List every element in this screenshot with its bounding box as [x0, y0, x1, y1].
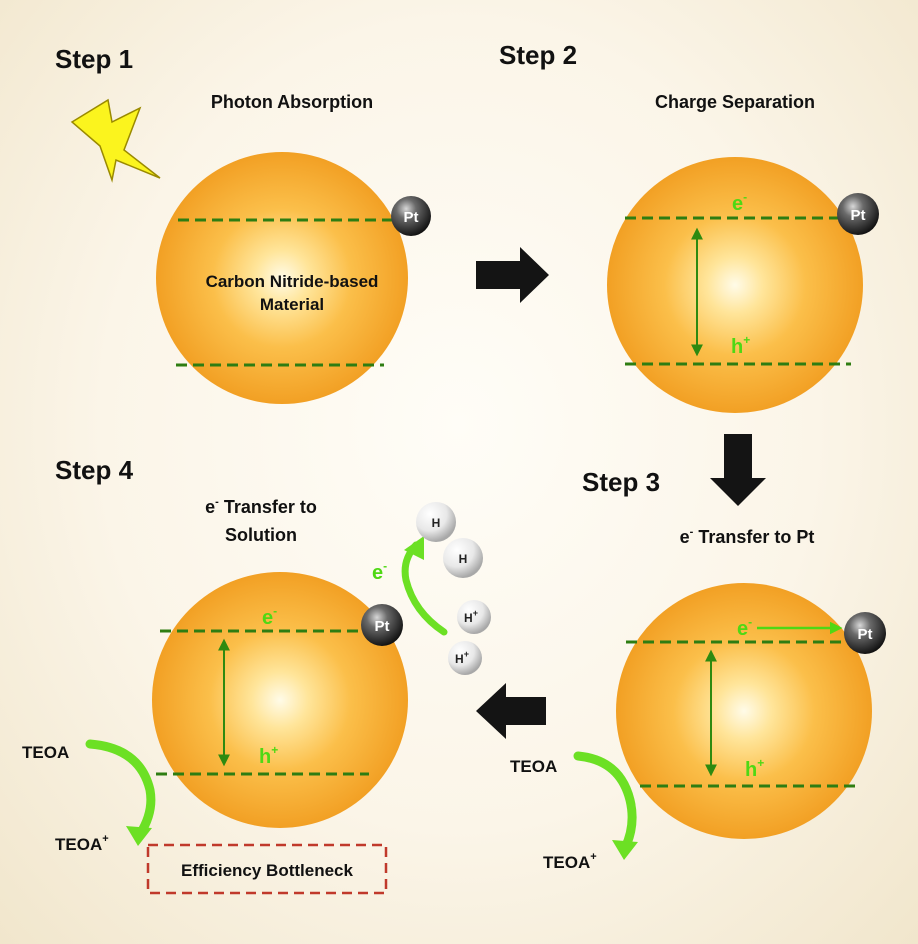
- step-4-title-line2: Solution: [225, 525, 297, 545]
- hole-label: h+: [259, 743, 278, 768]
- process-arrow-icon: [710, 434, 766, 506]
- step-2-title: Charge Separation: [655, 92, 815, 112]
- proton-icon: H+: [448, 641, 482, 675]
- platinum-particle-icon: Pt: [844, 612, 886, 654]
- pt-label: Pt: [858, 626, 873, 643]
- hole-label: h+: [745, 756, 764, 781]
- material-label-line1: Carbon Nitride-based: [206, 272, 379, 291]
- proton-label: H+: [464, 608, 478, 625]
- arrow-head: [612, 840, 638, 860]
- platinum-particle-icon: Pt: [837, 193, 879, 235]
- step-1-title: Photon Absorption: [211, 92, 373, 112]
- efficiency-bottleneck-box: [146, 843, 388, 895]
- electron-label: e-: [732, 190, 747, 215]
- semiconductor-sphere: [616, 583, 872, 839]
- proton-label: H+: [455, 649, 469, 666]
- step-2-panel: Step 2 Charge Separation e- h+ Pt: [499, 40, 879, 413]
- step-2-label: Step 2: [499, 40, 577, 70]
- teoa-label: TEOA: [22, 743, 69, 762]
- hole-label: h+: [731, 333, 750, 358]
- pt-label: Pt: [404, 209, 419, 226]
- electron-label: e-: [262, 604, 277, 629]
- step-4-title-line1: e- Transfer to: [205, 496, 317, 517]
- proton-icon: H+: [457, 600, 491, 634]
- step-3-panel: Step 3 e- Transfer to Pt e- h+ Pt TEOA T…: [510, 467, 886, 872]
- hydrogen-molecule-icon: H H: [416, 502, 483, 578]
- teoa-oxidation-arrow: [573, 751, 637, 853]
- electron-out-label: e-: [372, 559, 387, 584]
- material-label-line2: Material: [260, 295, 324, 314]
- pt-label: Pt: [851, 207, 866, 224]
- teoa-label: TEOA: [510, 757, 557, 776]
- step-1-panel: Step 1 Photon Absorption Carbon Nitride-…: [55, 44, 431, 404]
- step-1-label: Step 1: [55, 44, 133, 74]
- process-arrow-icon: [476, 683, 546, 739]
- platinum-particle-icon: Pt: [391, 196, 431, 236]
- step-3-title: e- Transfer to Pt: [680, 526, 815, 547]
- semiconductor-sphere: [607, 157, 863, 413]
- efficiency-bottleneck-label: Efficiency Bottleneck: [181, 861, 353, 880]
- electron-label: e-: [737, 615, 752, 640]
- step-4-label: Step 4: [55, 455, 134, 485]
- pt-label: Pt: [375, 618, 390, 635]
- arrow-head: [126, 826, 152, 846]
- electron-out-arrow: [401, 541, 448, 636]
- semiconductor-sphere: [156, 152, 408, 404]
- step-4-panel: Step 4 e- Transfer to Solution e- h+ Pt …: [22, 455, 448, 895]
- process-arrow-icon: [476, 247, 549, 303]
- teoa-plus-label: TEOA+: [55, 833, 109, 854]
- h-atom-label: H: [459, 552, 468, 566]
- semiconductor-sphere: [152, 572, 408, 828]
- step-3-label: Step 3: [582, 467, 660, 497]
- arrow-head: [404, 536, 424, 560]
- h-atom-label: H: [432, 516, 441, 530]
- teoa-oxidation-arrow: [85, 739, 156, 839]
- lightning-icon: [70, 98, 161, 183]
- teoa-plus-label: TEOA+: [543, 851, 597, 872]
- platinum-particle-icon: Pt: [361, 604, 403, 646]
